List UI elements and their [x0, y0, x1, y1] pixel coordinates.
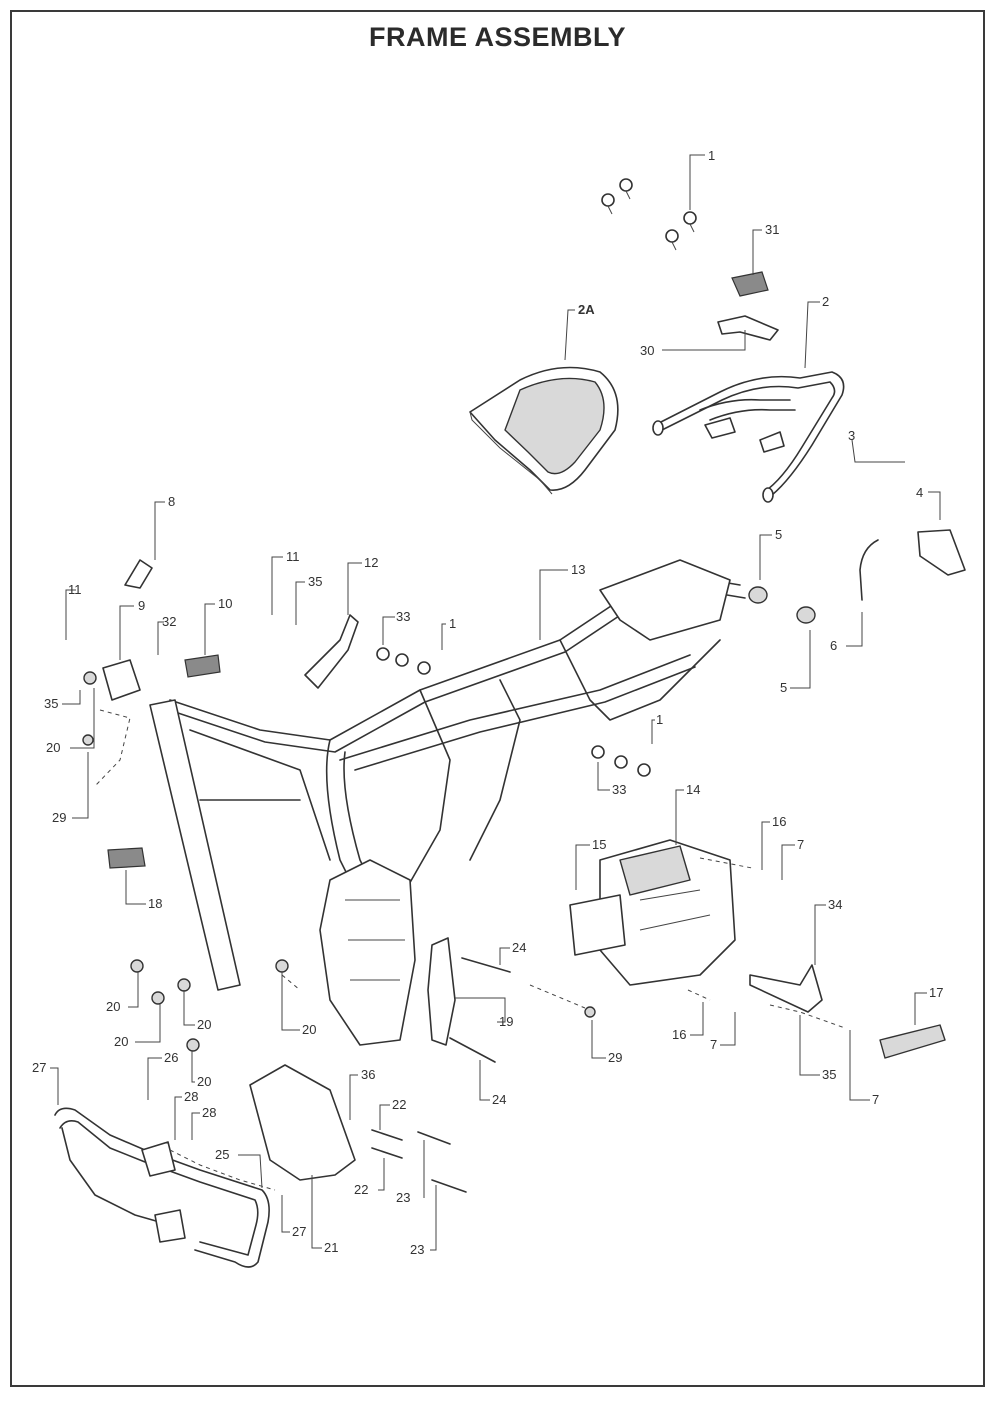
- main-frame: [149, 559, 746, 1046]
- callout-20-left: 20: [46, 740, 60, 755]
- bracket-12: [304, 614, 359, 689]
- clip-8: [124, 559, 153, 589]
- callout-16-top: 16: [772, 814, 786, 829]
- callout-13: 13: [571, 562, 585, 577]
- callout-11-mid: 11: [286, 549, 300, 564]
- crash-guard: [54, 1107, 270, 1268]
- rubber-5a: [748, 586, 768, 604]
- callout-26: 26: [164, 1050, 178, 1065]
- callout-28-b: 28: [202, 1105, 216, 1120]
- callout-29-right: 29: [608, 1050, 622, 1065]
- callout-23-top: 23: [396, 1190, 410, 1205]
- callout-33-low: 33: [612, 782, 626, 797]
- callout-3: 3: [848, 428, 855, 443]
- callout-8: 8: [168, 494, 175, 509]
- callout-33-top: 33: [396, 609, 410, 624]
- callout-7-mid: 7: [710, 1037, 717, 1052]
- callout-29-left: 29: [52, 810, 66, 825]
- callout-1-top: 1: [708, 148, 715, 163]
- callout-35-left: 35: [44, 696, 58, 711]
- callout-20-d: 20: [302, 1022, 316, 1037]
- callout-1-mid: 1: [449, 616, 456, 631]
- rear-carrier: [652, 371, 845, 503]
- callout-18: 18: [148, 896, 162, 911]
- callout-31: 31: [765, 222, 779, 237]
- callout-22-low: 22: [354, 1182, 368, 1197]
- callout-24-low: 24: [492, 1092, 506, 1107]
- callout-20-e: 20: [197, 1074, 211, 1089]
- plate-17: [879, 1024, 946, 1059]
- cable-6: [859, 539, 879, 601]
- callout-6: 6: [830, 638, 837, 653]
- callout-19: 19: [499, 1014, 513, 1029]
- callout-7-top: 7: [797, 837, 804, 852]
- rear-backrest: [469, 366, 619, 495]
- callout-15: 15: [592, 837, 606, 852]
- bracket-9: [102, 659, 141, 701]
- callout-28-a: 28: [184, 1089, 198, 1104]
- battery-box: [569, 839, 736, 986]
- bolt-22b: [371, 1147, 403, 1159]
- callout-4: 4: [916, 485, 923, 500]
- bolt-24b: [449, 1037, 496, 1063]
- bracket-4: [917, 529, 966, 576]
- nut-icon: [82, 671, 596, 1052]
- callout-25: 25: [215, 1147, 229, 1162]
- callout-35-right: 35: [822, 1067, 836, 1082]
- callout-32: 32: [162, 614, 176, 629]
- callout-7-right: 7: [872, 1092, 879, 1107]
- callout-30: 30: [640, 343, 654, 358]
- leader-lines: [50, 154, 941, 1251]
- callout-22-top: 22: [392, 1097, 406, 1112]
- callout-20-b: 20: [114, 1034, 128, 1049]
- callout-labels: 1 2A 30 31 2 3 4 5 5 6 8 11 35 9 32 10 1…: [32, 148, 943, 1257]
- callout-34: 34: [828, 897, 842, 912]
- callout-27-left: 27: [32, 1060, 46, 1075]
- callout-17: 17: [929, 985, 943, 1000]
- callout-10: 10: [218, 596, 232, 611]
- callout-20-a: 20: [106, 999, 120, 1014]
- callout-35-mid: 35: [308, 574, 322, 589]
- bolt-23a: [417, 1131, 451, 1145]
- plate-19: [427, 937, 456, 1046]
- bolt-23b: [431, 1179, 467, 1193]
- bracket-34: [749, 964, 823, 1013]
- skid-plate-21: [249, 1064, 356, 1181]
- callout-12: 12: [364, 555, 378, 570]
- callout-11-left: 11: [68, 582, 82, 597]
- callout-21: 21: [324, 1240, 338, 1255]
- bolt-22a: [371, 1129, 403, 1141]
- callout-2: 2: [822, 294, 829, 309]
- callout-1-low: 1: [656, 712, 663, 727]
- callout-27-right: 27: [292, 1224, 306, 1239]
- washer-icon: [376, 647, 651, 777]
- callout-5-top: 5: [775, 527, 782, 542]
- page-title: FRAME ASSEMBLY: [368, 22, 627, 52]
- callout-16-low: 16: [672, 1027, 686, 1042]
- rubber-10: [184, 654, 221, 678]
- callout-24-top: 24: [512, 940, 526, 955]
- rubber-18: [107, 847, 146, 869]
- callout-5-bottom: 5: [780, 680, 787, 695]
- callout-20-c: 20: [197, 1017, 211, 1032]
- bolt-24a: [461, 957, 511, 973]
- callout-14: 14: [686, 782, 700, 797]
- callout-9: 9: [138, 598, 145, 613]
- callout-23-low: 23: [410, 1242, 424, 1257]
- bracket-30: [717, 315, 779, 341]
- pad-31: [731, 271, 769, 297]
- rubber-5b: [796, 606, 816, 624]
- callout-36: 36: [361, 1067, 375, 1082]
- bolt-icon: [601, 178, 697, 251]
- callout-2a: 2A: [578, 302, 595, 317]
